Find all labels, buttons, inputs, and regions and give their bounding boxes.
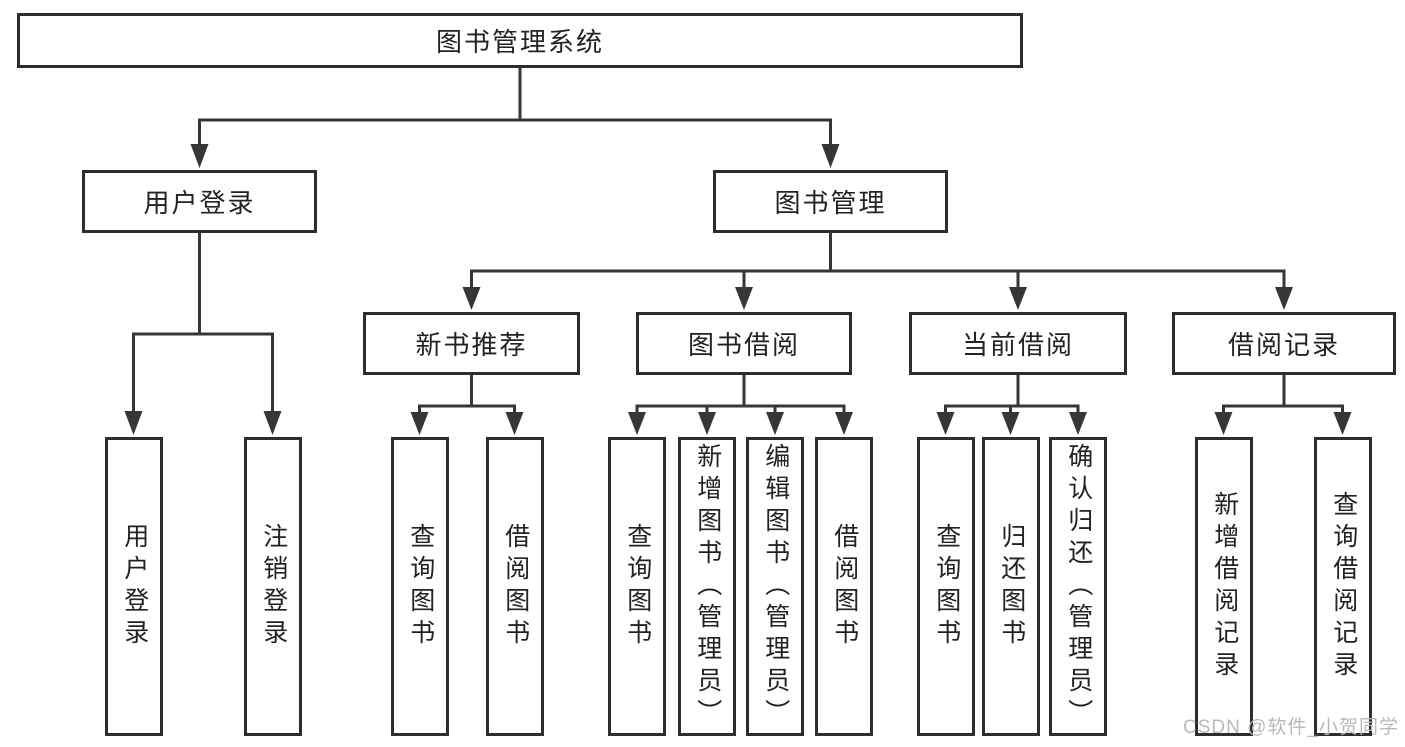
node-label: 借阅记录 [1227,330,1340,360]
leaf-query-borrow-record: 查询借阅记录 [1314,437,1372,736]
node-label: 图书管理 [774,188,887,218]
leaf-borrow-books: 借阅图书 [815,437,873,736]
node-label: 用户登录 [120,522,149,651]
node-label: 借阅图书 [830,522,859,651]
node-current-borrowing: 当前借阅 [909,312,1127,375]
leaf-borrow-books-recommend: 借阅图书 [486,437,544,736]
node-user-login: 用户登录 [82,170,317,233]
node-label: 查询图书 [623,522,652,651]
leaf-edit-books-admin: 编辑图书（管理员） [746,437,804,736]
node-label: 注销登录 [259,522,288,651]
node-label: 借阅图书 [501,522,530,651]
leaf-confirm-return-admin: 确认归还（管理员） [1049,437,1107,736]
leaf-query-books-current: 查询图书 [917,437,975,736]
connector-book-management-to-level3 [462,232,1293,310]
leaf-return-books: 归还图书 [982,437,1040,736]
connector-book-borrowing-to-leaves [628,374,853,435]
node-book-management: 图书管理 [713,170,948,233]
connector-current-borrowing-to-leaves [936,374,1087,435]
node-root-library-management-system: 图书管理系统 [17,13,1023,68]
node-label: 新书推荐 [415,330,528,360]
connector-new-book-recommend-to-leaves [410,374,524,435]
leaf-query-books-borrowing: 查询图书 [608,437,666,736]
node-label: 查询图书 [406,522,435,651]
leaf-user-login: 用户登录 [105,437,163,736]
node-label: 查询借阅记录 [1329,490,1358,683]
connector-user-login-to-leaves [124,232,282,435]
node-borrow-records: 借阅记录 [1172,312,1396,375]
node-label: 当前借阅 [961,330,1074,360]
node-new-book-recommend: 新书推荐 [363,312,580,375]
node-label: 查询图书 [932,522,961,651]
node-label: 新增图书（管理员） [693,442,722,731]
node-label: 确认归还（管理员） [1064,442,1093,731]
leaf-add-books-admin: 新增图书（管理员） [678,437,736,736]
leaf-add-borrow-record: 新增借阅记录 [1195,437,1253,736]
leaf-logout: 注销登录 [244,437,302,736]
node-label: 图书管理系统 [435,27,604,57]
leaf-query-books-recommend: 查询图书 [391,437,449,736]
node-label: 编辑图书（管理员） [761,442,790,731]
node-label: 图书借阅 [687,330,800,360]
node-label: 新增借阅记录 [1210,490,1239,683]
connector-borrow-records-to-leaves [1214,374,1352,435]
node-label: 归还图书 [997,522,1026,651]
node-label: 用户登录 [143,188,256,218]
node-book-borrowing: 图书借阅 [636,312,852,375]
connector-root-to-level2 [190,67,840,168]
csdn-watermark: CSDN @软件_小贺同学 [1183,717,1399,738]
